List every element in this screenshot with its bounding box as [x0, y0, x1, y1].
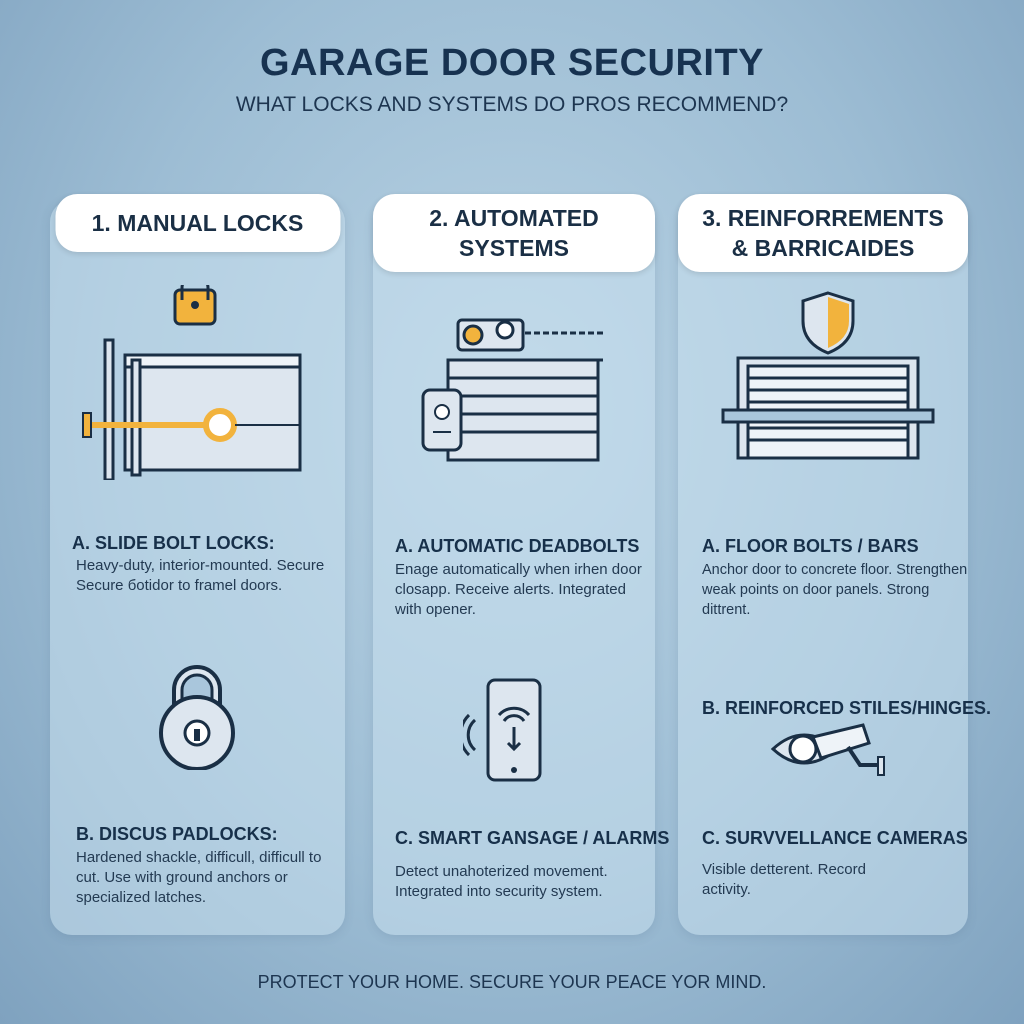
item-text: Enage automatically when irhen door clos… — [395, 561, 642, 618]
column-title: 1. MANUAL LOCKS — [55, 194, 340, 252]
item-text: Anchor door to concrete floor. Strengthe… — [702, 562, 968, 618]
slide-bolt-icon — [82, 285, 302, 480]
item-text: Visible detterent. Record activity. — [702, 861, 866, 898]
item-text: Hardened shackle, difficull, difficull t… — [76, 849, 322, 906]
shield-garage-icon — [721, 291, 935, 460]
item-heading: C. SMART GANSAGE / ALARMS — [395, 828, 670, 848]
page-subtitle: WHAT LOCKS AND SYSTEMS DO PROS RECOMMEND… — [235, 93, 789, 116]
smartphone-icon — [463, 678, 542, 782]
column-reinforcements: 3. REINFORREMENTS & BARRICAIDES A. FLOOR… — [678, 194, 991, 935]
column-automated-systems: 2. AUTOMATED SYSTEMS A. AUTOMATIC DEADBO… — [373, 194, 669, 935]
camera-eye-icon — [770, 723, 885, 776]
item-text: Detect unahoterized movement. Integrated… — [395, 863, 608, 900]
item-heading: C. SURVVELLANCE CAMERAS — [702, 828, 968, 848]
item-heading: A. AUTOMATIC DEADBOLTS — [395, 536, 640, 556]
padlock-icon — [159, 665, 235, 770]
page-title: GARAGE DOOR SECURITY — [259, 42, 765, 84]
item-heading: A. FLOOR BOLTS / BARS — [702, 536, 919, 556]
footer-tagline: PROTECT YOUR HOME. SECURE YOUR PEACE YOR… — [257, 972, 767, 992]
column-title: 3. REINFORREMENTS & BARRICAIDES — [678, 194, 968, 272]
item-heading: A. SLIDE BOLT LOCKS: — [72, 533, 275, 553]
item-text: Heavy-duty, interior-mounted. Secure Sec… — [76, 557, 325, 594]
item-heading: B. REINFORCED STILES/HINGES. — [702, 698, 992, 718]
garage-opener-icon — [421, 318, 605, 462]
item-heading: B. DISCUS PADLOCKS: — [76, 824, 278, 844]
column-manual-locks: 1. MANUAL LOCKS A. SLIDE BOLT LOCKS: Hea… — [50, 194, 345, 935]
column-title: 2. AUTOMATED SYSTEMS — [373, 194, 655, 272]
